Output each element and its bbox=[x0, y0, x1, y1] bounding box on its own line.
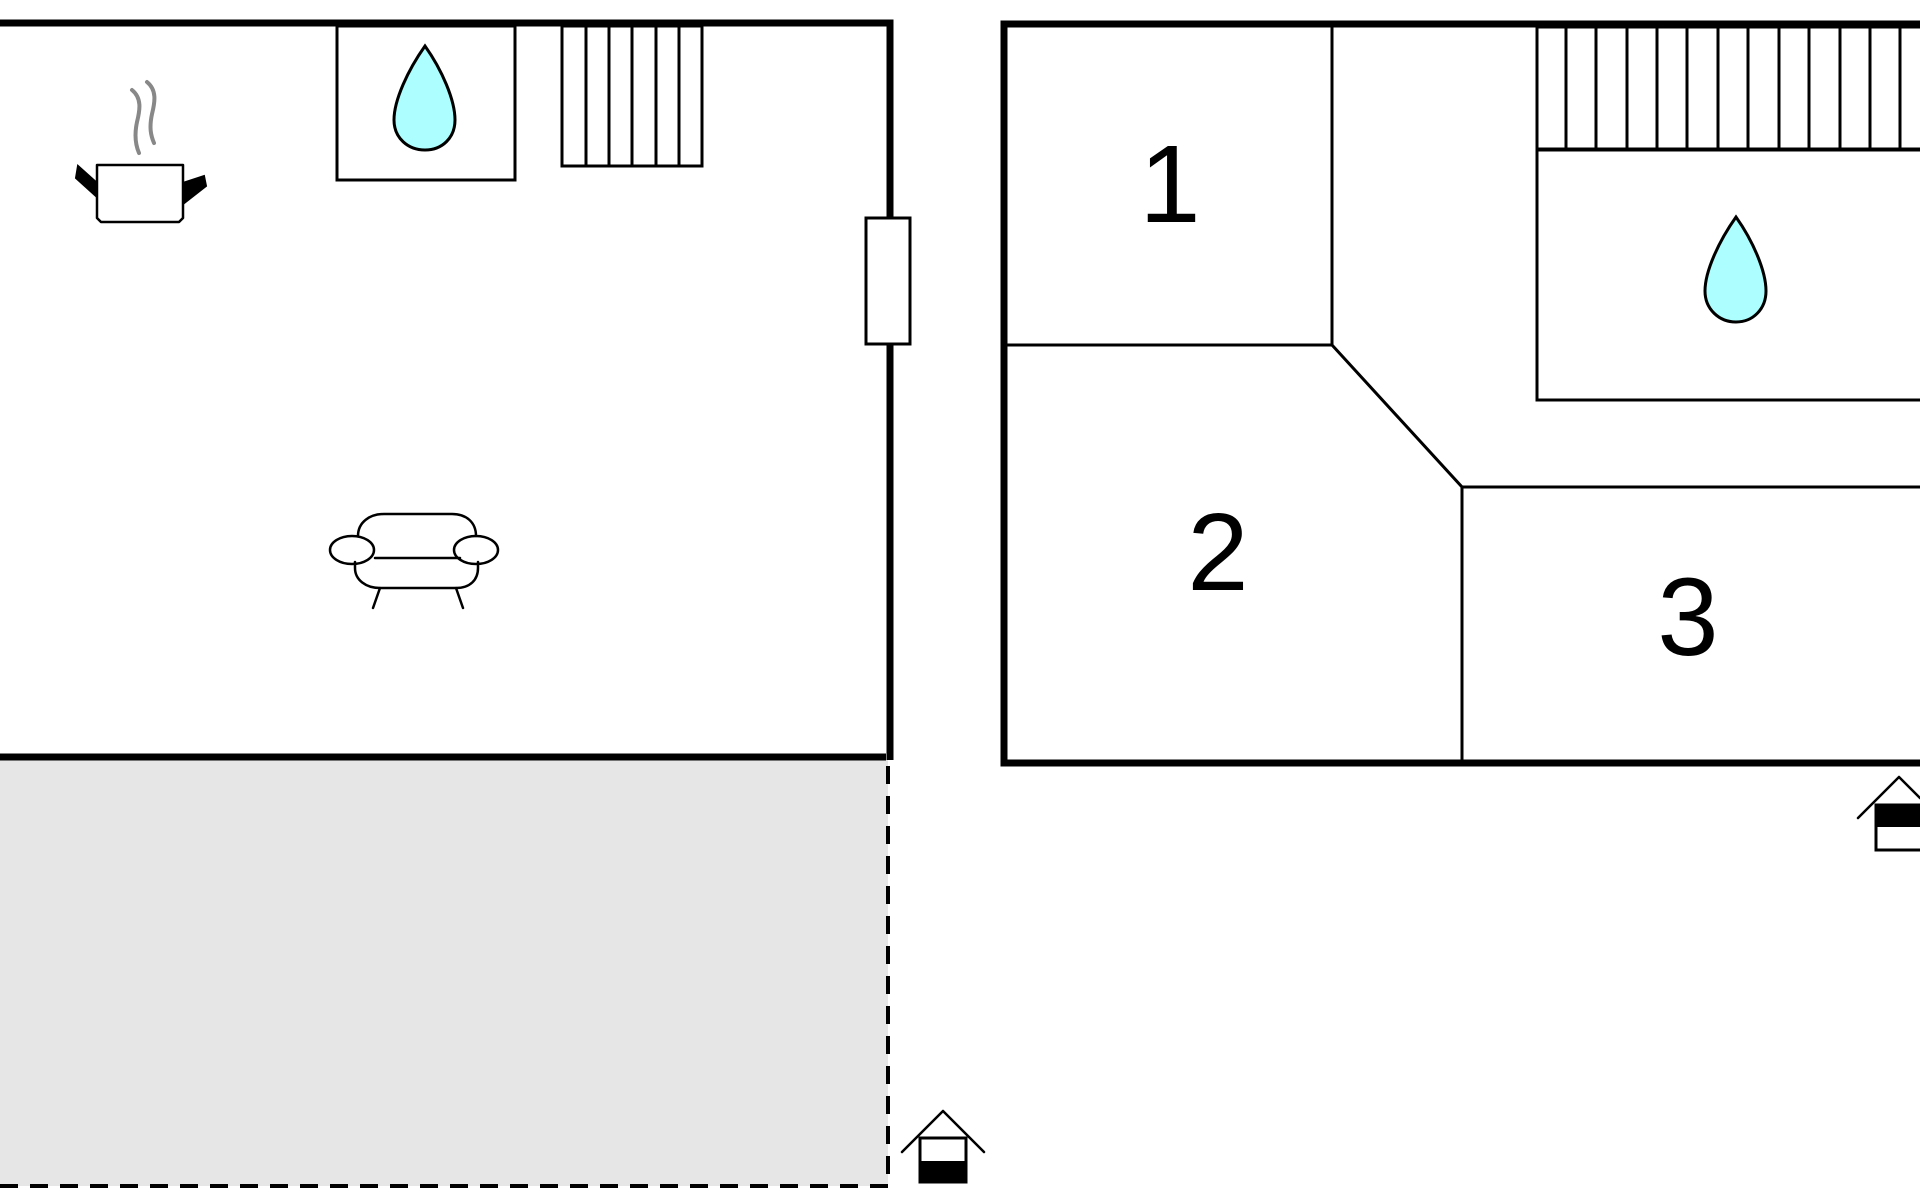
ground-floor bbox=[0, 19, 986, 1188]
terrace-area bbox=[0, 760, 888, 1186]
ground-bathroom bbox=[335, 24, 517, 182]
room-partitions bbox=[1007, 27, 1920, 760]
room-number-3: 3 bbox=[1657, 556, 1718, 679]
room-number-1: 1 bbox=[1139, 123, 1200, 246]
radiator-icon bbox=[560, 24, 704, 168]
upper-floor-walls bbox=[1000, 20, 1920, 767]
wall-window bbox=[864, 216, 912, 346]
upper-floor: 1 2 3 bbox=[1000, 20, 1920, 852]
room-number-2: 2 bbox=[1187, 491, 1248, 614]
cooking-pot-icon bbox=[74, 80, 208, 224]
ground-floor-walls bbox=[0, 19, 894, 761]
terrace-dashed-outline bbox=[0, 760, 890, 1188]
house-entrance-icon bbox=[1856, 775, 1920, 852]
sofa-icon bbox=[328, 512, 500, 610]
radiator-icon bbox=[1535, 25, 1920, 151]
house-entrance-icon bbox=[900, 1109, 986, 1184]
water-drop-icon bbox=[1703, 214, 1768, 324]
water-drop-icon bbox=[392, 43, 457, 152]
